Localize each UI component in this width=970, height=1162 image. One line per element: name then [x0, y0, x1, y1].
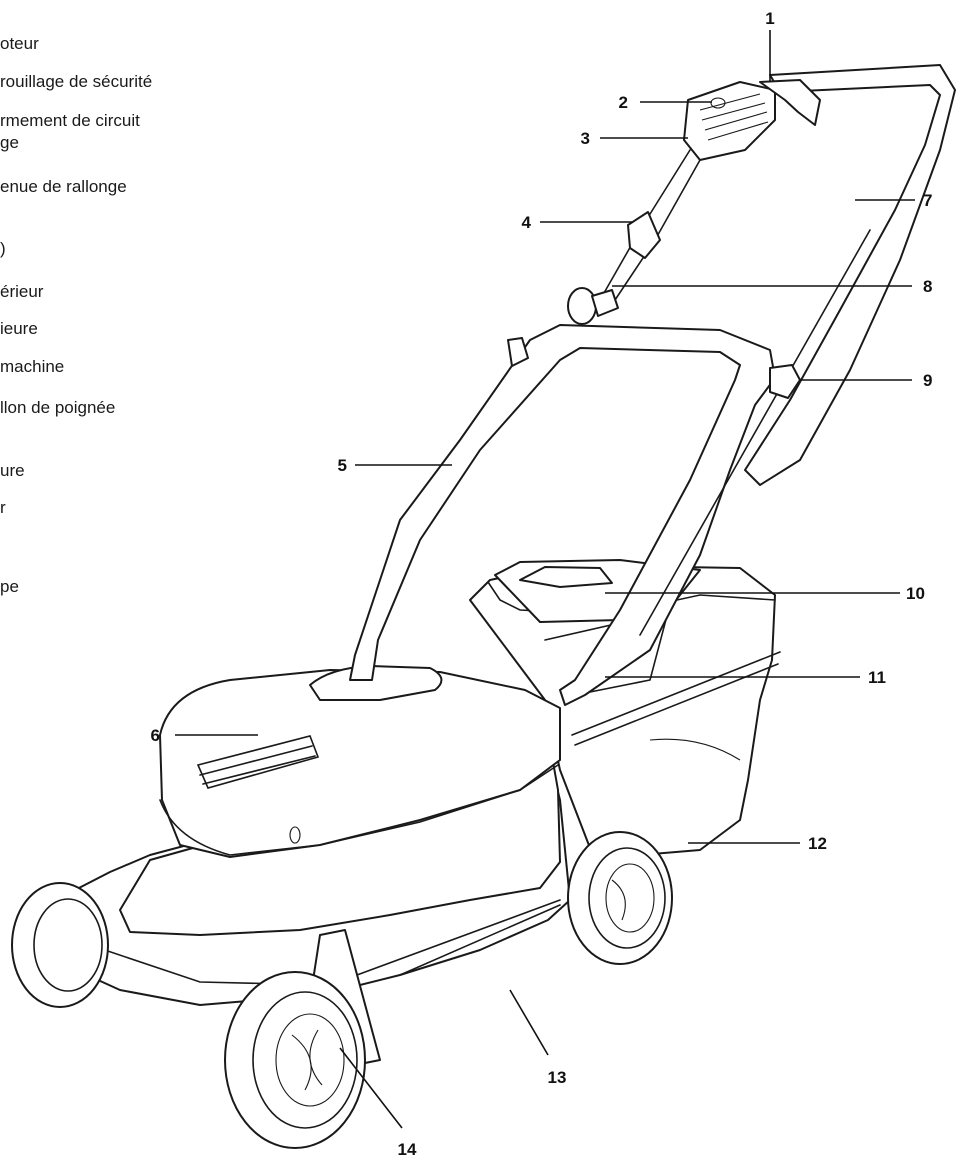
legend-item-12: pe	[0, 577, 19, 596]
callout-10: 10	[906, 584, 925, 603]
rear-right-wheel	[567, 831, 673, 965]
callout-5: 5	[338, 456, 347, 475]
leader-lines	[175, 30, 915, 1129]
motor-cover	[159, 665, 561, 858]
legend-item-11: r	[0, 498, 6, 517]
legend-item-10: ure	[0, 461, 25, 480]
callout-4: 4	[522, 213, 532, 232]
callout-2: 2	[619, 93, 628, 112]
handle-assembly	[349, 64, 956, 706]
callout-11: 11	[868, 668, 886, 687]
legend-item-3: rmement de circuit ge	[0, 111, 140, 152]
front-right-wheel	[224, 971, 366, 1149]
callout-7: 7	[923, 191, 932, 210]
callout-12: 12	[808, 834, 827, 853]
callout-8: 8	[923, 277, 932, 296]
parts-legend: oteur rouillage de sécurité rmement de c…	[0, 0, 230, 620]
callout-1: 1	[765, 9, 774, 28]
callout-6: 6	[151, 726, 160, 745]
legend-item-7: ieure	[0, 319, 38, 338]
callout-14: 14	[398, 1140, 417, 1159]
callout-9: 9	[923, 371, 932, 390]
callout-13: 13	[548, 1068, 567, 1087]
callout-numbers: 1 2 3 4 5 6 7 8 9 10 11 12 13 14	[151, 9, 933, 1159]
legend-item-2: rouillage de sécurité	[0, 72, 153, 91]
front-left-wheel	[11, 882, 109, 1008]
legend-item-6: érieur	[0, 282, 44, 301]
legend-item-8: machine	[0, 357, 65, 376]
legend-item-9: llon de poignée	[0, 398, 116, 417]
callout-3: 3	[581, 129, 590, 148]
legend-item-4: enue de rallonge	[0, 177, 127, 196]
legend-item-1: oteur	[0, 34, 39, 53]
legend-item-5: )	[0, 239, 6, 258]
